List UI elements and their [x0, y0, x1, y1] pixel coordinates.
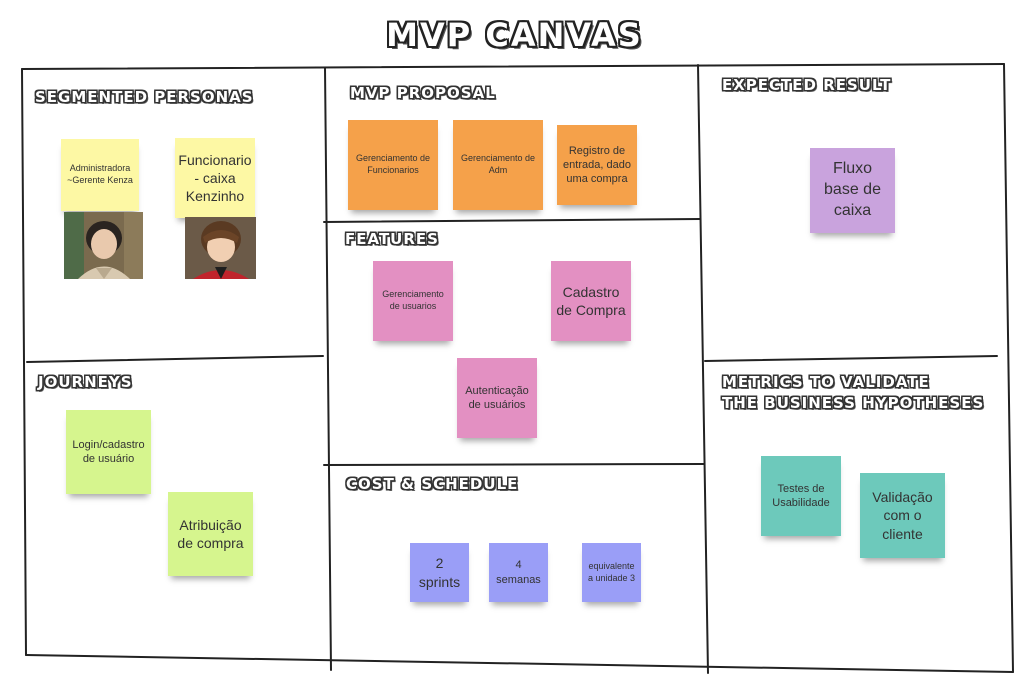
- section-cost-schedule: COST & SCHEDULE: [346, 475, 519, 493]
- sticky-note-metric-validacao: Validação com o cliente: [860, 473, 945, 558]
- sticky-note-journey-atribuicao: Atribuição de compra: [168, 492, 253, 576]
- sticky-note-feature-gerenciamento: Gerenciamento de usuarios: [373, 261, 453, 341]
- sticky-note-proposal-registro: Registro de entrada, dado uma compra: [557, 125, 637, 205]
- persona-admin-photo: [64, 212, 143, 279]
- canvas-title: MVP CANVAS: [386, 16, 643, 54]
- divider-proposal-features: [323, 218, 701, 223]
- sticky-note-cost-equivalente: equivalente a unidade 3: [582, 543, 641, 602]
- divider-personas-proposal: [324, 67, 332, 671]
- divider-features-cost: [323, 463, 705, 466]
- sticky-note-persona-admin: Administradora ~Gerente Kenza: [61, 139, 139, 211]
- section-metrics-line1: METRICS TO VALIDATE: [722, 373, 930, 391]
- section-mvp-proposal: MVP PROPOSAL: [350, 84, 496, 102]
- section-features: FEATURES: [345, 230, 439, 248]
- sticky-note-feature-cadastro: Cadastro de Compra: [551, 261, 631, 341]
- sticky-note-cost-semanas: 4 semanas: [489, 543, 548, 602]
- sticky-note-persona-funcionario: Funcionario - caixa Kenzinho: [175, 138, 255, 218]
- sticky-note-cost-sprints: 2 sprints: [410, 543, 469, 602]
- outer-top-border: [21, 63, 1005, 70]
- section-expected-result: EXPECTED RESULT: [722, 76, 892, 94]
- section-metrics-line2: THE BUSINESS HYPOTHESES: [722, 394, 985, 412]
- outer-bottom-border: [25, 654, 1014, 673]
- section-segmented-personas: SEGMENTED PERSONAS: [35, 88, 254, 106]
- outer-left-border: [21, 68, 27, 656]
- sticky-note-proposal-funcionarios: Gerenciamento de Funcionarios: [348, 120, 438, 210]
- section-journeys: JOURNEYS: [38, 373, 133, 391]
- sticky-note-feature-autenticacao: Autenticação de usuários: [457, 358, 537, 438]
- divider-proposal-expected: [697, 64, 709, 674]
- persona-funcionario-photo: [185, 217, 256, 279]
- sticky-note-metric-testes: Testes de Usabilidade: [761, 456, 841, 536]
- sticky-note-journey-login: Login/cadastro de usuário: [66, 410, 151, 494]
- outer-right-border: [1003, 63, 1014, 673]
- sticky-note-proposal-adm: Gerenciamento de Adm: [453, 120, 543, 210]
- divider-personas-journeys: [26, 355, 324, 363]
- divider-expected-metrics: [704, 355, 998, 362]
- sticky-note-expected-fluxo: Fluxo base de caixa: [810, 148, 895, 233]
